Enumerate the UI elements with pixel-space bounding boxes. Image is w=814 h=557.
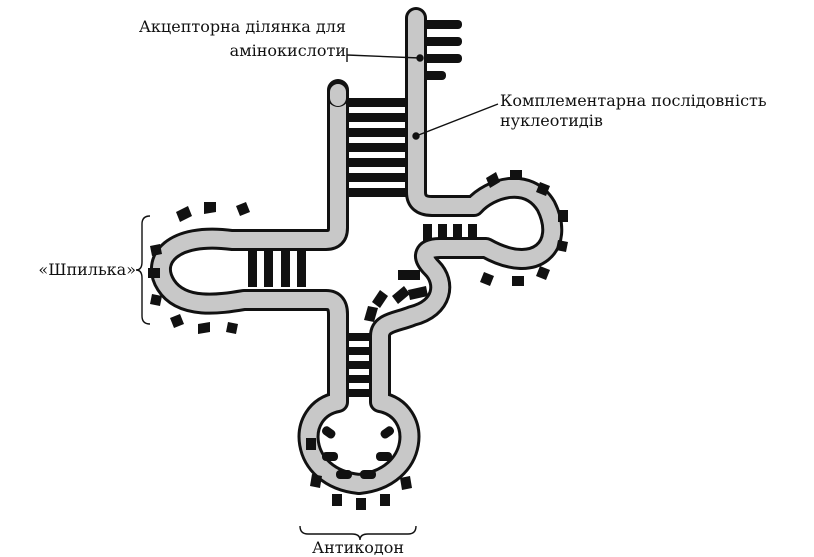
anticodon-label: Антикодон [312,538,404,557]
acceptor-label-line1: Акцепторна ділянка для [139,17,346,36]
trna-backbone [161,18,552,484]
hairpin-label: «Шпилька» [38,260,136,279]
acceptor-label-line2: амінокислоти [230,41,346,60]
complementary-label-line1: Комплементарна послідовність [500,91,767,110]
d-arm-base-pairs [248,249,306,287]
complementary-label-line2: нуклеотидів [500,111,603,130]
hairpin-brace [136,216,150,324]
acceptor-stem-base-pairs [343,98,411,197]
